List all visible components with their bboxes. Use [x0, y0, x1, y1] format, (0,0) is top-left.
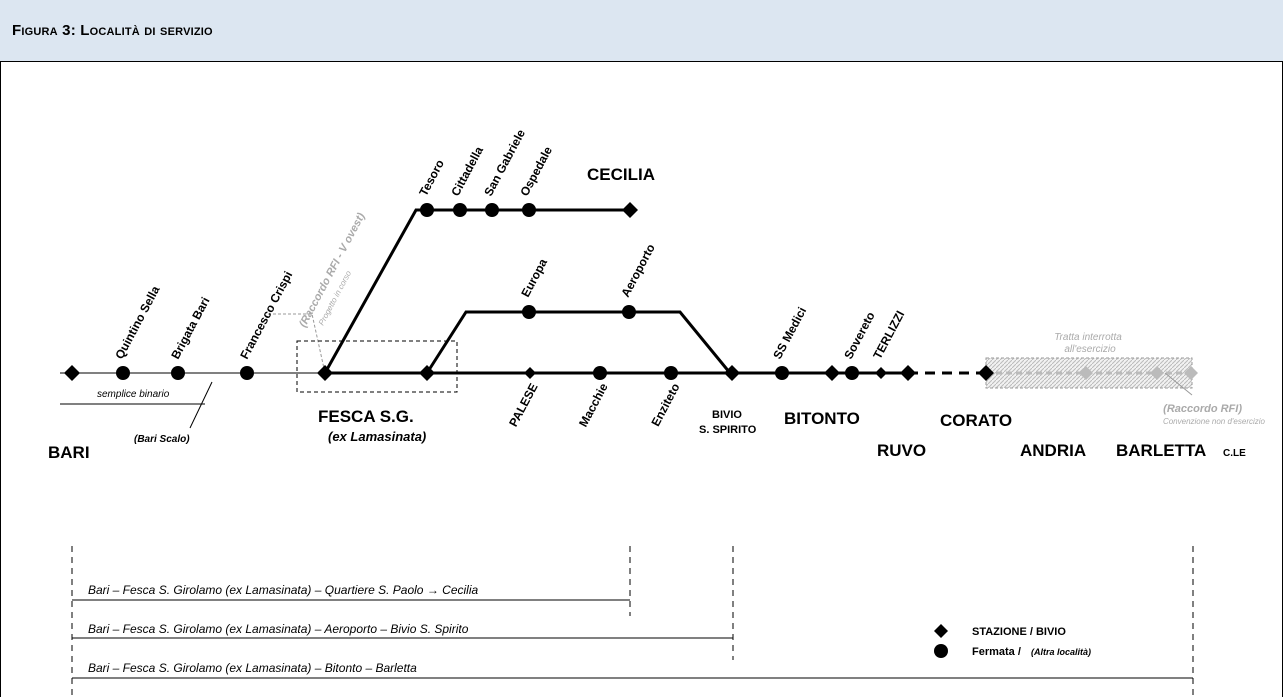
- stop-francesco-crispi: [240, 366, 254, 380]
- label-aeroporto: Aeroporto: [618, 242, 658, 300]
- stop-cittadella: [453, 203, 467, 217]
- label-palese: PALESE: [506, 381, 540, 429]
- label-ss-medici: SS Medici: [770, 305, 809, 362]
- stop-enziteto: [664, 366, 678, 380]
- station-diamond-ruvo: [900, 365, 916, 381]
- stop-sovereto: [845, 366, 859, 380]
- station-diamond-bivio-spirito: [724, 365, 740, 381]
- station-diamond-bivio-fesca: [419, 365, 435, 381]
- note-tratta-1: Tratta interrotta: [1054, 332, 1122, 343]
- station-markers: [64, 202, 1198, 381]
- bari-scalo-pointer: [189, 381, 213, 429]
- station-diamond-barletta-2: [1184, 366, 1198, 380]
- label-bivio-1: BIVIO: [712, 409, 742, 421]
- raccordo-rfi-pointer: [1164, 372, 1193, 396]
- station-diamond-corato: [978, 365, 994, 381]
- stop-tesoro: [420, 203, 434, 217]
- legend-fermata: Fermata /: [972, 646, 1021, 658]
- label-bivio-2: S. SPIRITO: [699, 424, 757, 436]
- stop-ospedale: [522, 203, 536, 217]
- note-convenzione: Convenzione non d'esercizio: [1163, 417, 1266, 426]
- stop-aeroporto: [622, 305, 636, 319]
- legend-stazione: STAZIONE / BIVIO: [972, 626, 1066, 638]
- label-bari: BARI: [48, 443, 90, 462]
- label-corato: CORATO: [940, 411, 1012, 430]
- station-labels: BARI FESCA S.G. (ex Lamasinata) CECILIA …: [48, 165, 1246, 462]
- fesca-dashed-box: [296, 340, 458, 393]
- legend-circle: [934, 644, 948, 658]
- label-enziteto: Enziteto: [648, 381, 682, 429]
- note-tratta-2: all'esercizio: [1064, 344, 1116, 355]
- station-diamond-terlizzi: [875, 367, 887, 379]
- note-raccordo-rfi: (Raccordo RFI): [1163, 403, 1242, 415]
- label-fesca: FESCA S.G.: [318, 407, 414, 426]
- stop-labels: Quintino Sella Brigata Bari Francesco Cr…: [112, 127, 907, 429]
- label-macchie: Macchie: [576, 381, 611, 430]
- stop-ss-medici: [775, 366, 789, 380]
- label-bitonto: BITONTO: [784, 409, 860, 428]
- route-label-cecilia: Bari – Fesca S. Girolamo (ex Lamasinata)…: [88, 583, 478, 597]
- label-fesca-sub: (ex Lamasinata): [328, 429, 426, 444]
- legend-fermata-sub: (Altra località): [1031, 647, 1091, 657]
- route-label-barletta: Bari – Fesca S. Girolamo (ex Lamasinata)…: [88, 661, 417, 675]
- station-diamond-bitonto: [824, 365, 840, 381]
- station-diamond-bari: [64, 365, 80, 381]
- route-brackets: Bari – Fesca S. Girolamo (ex Lamasinata)…: [71, 546, 1194, 697]
- label-andria: ANDRIA: [1020, 441, 1086, 460]
- label-tesoro: Tesoro: [416, 157, 447, 198]
- label-cittadella: Cittadella: [448, 144, 486, 199]
- label-barletta-suffix: C.LE: [1223, 448, 1246, 459]
- note-bari-scalo: (Bari Scalo): [134, 434, 190, 445]
- label-barletta: BARLETTA: [1116, 441, 1206, 460]
- legend: STAZIONE / BIVIO Fermata / (Altra locali…: [934, 624, 1091, 658]
- label-brigata-bari: Brigata Bari: [168, 295, 212, 362]
- label-cecilia: CECILIA: [587, 165, 655, 184]
- label-quintino-sella: Quintino Sella: [112, 283, 162, 361]
- stop-quintino-sella: [116, 366, 130, 380]
- stop-europa: [522, 305, 536, 319]
- stop-san-gabriele: [485, 203, 499, 217]
- station-diamond-andria: [1079, 366, 1093, 380]
- note-semplice-binario: semplice binario: [97, 389, 170, 400]
- station-diamond-barletta-1: [1150, 366, 1164, 380]
- label-ruvo: RUVO: [877, 441, 926, 460]
- stop-macchie: [593, 366, 607, 380]
- notes: (Raccordo RFI - V ovest) Progetto in cor…: [97, 211, 1266, 445]
- label-francesco-crispi: Francesco Crispi: [237, 269, 295, 362]
- legend-diamond: [934, 624, 948, 638]
- stop-brigata-bari: [171, 366, 185, 380]
- track-lines: [60, 208, 1193, 429]
- label-europa: Europa: [518, 256, 550, 299]
- station-diamond-fesca: [317, 365, 333, 381]
- label-ospedale: Ospedale: [517, 144, 555, 199]
- stop-markers: [116, 203, 859, 380]
- track-cecilia-branch: [323, 208, 630, 374]
- figure-header: Figura 3: Località di servizio: [0, 0, 1283, 62]
- track-aeroporto-branch: [425, 310, 732, 374]
- station-diamond-cecilia: [622, 202, 638, 218]
- station-diamond-palese: [524, 367, 536, 379]
- route-label-aeroporto: Bari – Fesca S. Girolamo (ex Lamasinata)…: [88, 622, 469, 636]
- figure-title: Figura 3: Località di servizio: [12, 22, 213, 39]
